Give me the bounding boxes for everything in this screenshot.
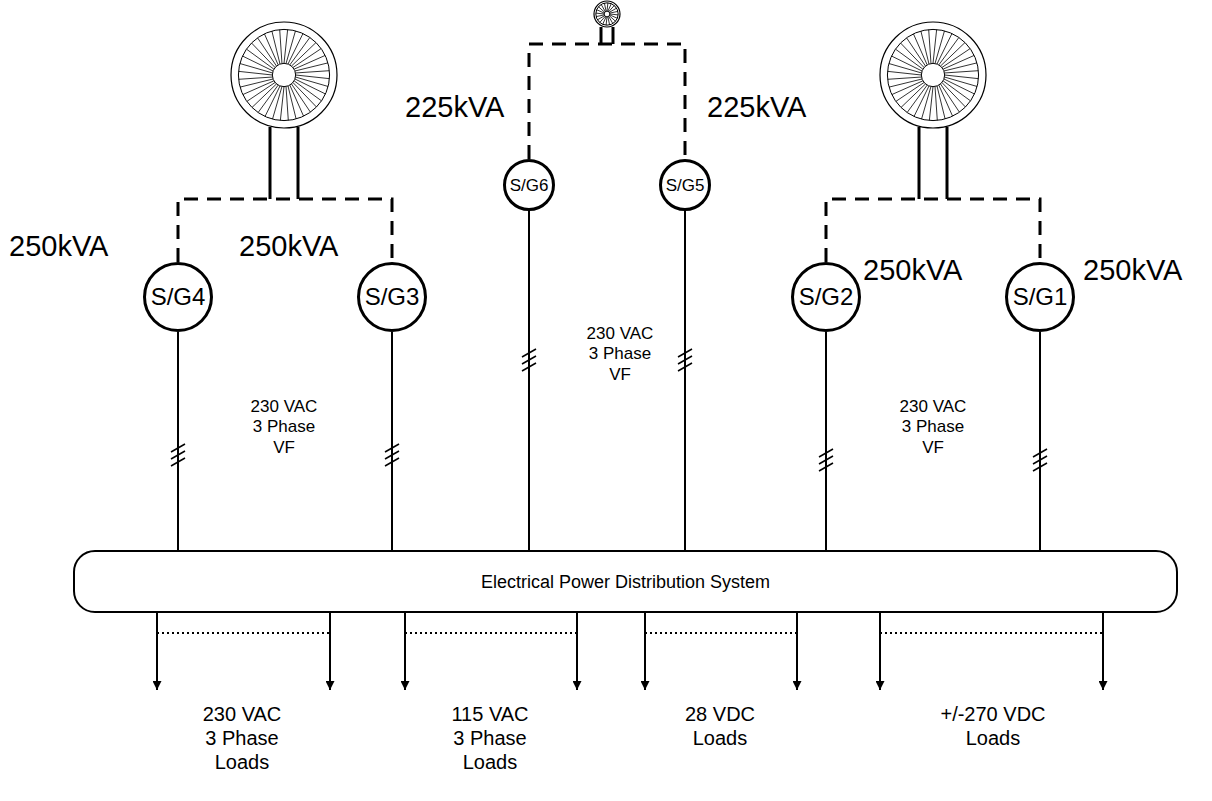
node-title: S/G2 — [799, 285, 854, 309]
rating-label: 225kVA — [405, 93, 504, 122]
feeder-line — [825, 332, 827, 550]
starter-generator: 250kVAS/G3 — [357, 262, 427, 332]
rating-label: 225kVA — [707, 93, 806, 122]
starter-generator: 250kVAS/G1 — [1005, 262, 1075, 332]
load-group-dots — [880, 632, 1103, 634]
starter-generator: 250kVAS/G4 — [143, 262, 213, 332]
load-arrow — [879, 613, 881, 690]
feeder-line — [528, 211, 530, 550]
starter-generator: 225kVAS/G6 — [503, 159, 555, 211]
node-title: S/G4 — [151, 285, 206, 309]
load-arrow — [1102, 613, 1104, 690]
load-label: +/-270 VDC Loads — [935, 702, 1051, 750]
feeder-line — [1039, 332, 1041, 550]
starter-generator: 250kVAS/G2 — [791, 262, 861, 332]
load-arrow — [156, 613, 158, 690]
rating-label: 250kVA — [239, 232, 338, 261]
distribution-bus: Electrical Power Distribution System — [73, 550, 1178, 613]
load-arrow — [644, 613, 646, 690]
node-title: Electrical Power Distribution System — [481, 573, 770, 591]
rating-label: 250kVA — [9, 232, 108, 261]
load-arrow — [796, 613, 798, 690]
shaft-links — [178, 27, 1040, 262]
load-group-dots — [405, 632, 577, 634]
turbofan-engine — [594, 1, 620, 27]
node-title: S/G1 — [1013, 285, 1068, 309]
load-arrow — [329, 613, 331, 690]
load-feeders — [157, 613, 1103, 690]
rating-label: 250kVA — [1083, 256, 1182, 285]
bus-voltage-label: 230 VAC 3 Phase VF — [894, 397, 972, 458]
feeder-line — [177, 332, 179, 550]
load-group-dots — [645, 632, 797, 634]
load-arrow — [576, 613, 578, 690]
load-label: 230 VAC 3 Phase Loads — [196, 702, 288, 774]
engine-icons — [231, 1, 986, 128]
load-label: 115 VAC 3 Phase Loads — [444, 702, 536, 774]
feeder-line — [684, 211, 686, 550]
turbofan-engine — [880, 22, 986, 128]
rating-label: 250kVA — [863, 256, 962, 285]
node-title: S/G6 — [510, 177, 549, 194]
bus-voltage-label: 230 VAC 3 Phase VF — [245, 397, 323, 458]
starter-generator: 225kVAS/G5 — [659, 159, 711, 211]
load-group-dots — [157, 632, 330, 634]
feeder-line — [391, 332, 393, 550]
node-title: S/G3 — [365, 285, 420, 309]
load-arrow — [404, 613, 406, 690]
load-label: 28 VDC Loads — [674, 702, 766, 750]
bus-voltage-label: 230 VAC 3 Phase VF — [581, 324, 659, 385]
node-title: S/G5 — [666, 177, 705, 194]
phase-slashes — [171, 349, 1047, 471]
turbofan-engine — [231, 22, 337, 128]
